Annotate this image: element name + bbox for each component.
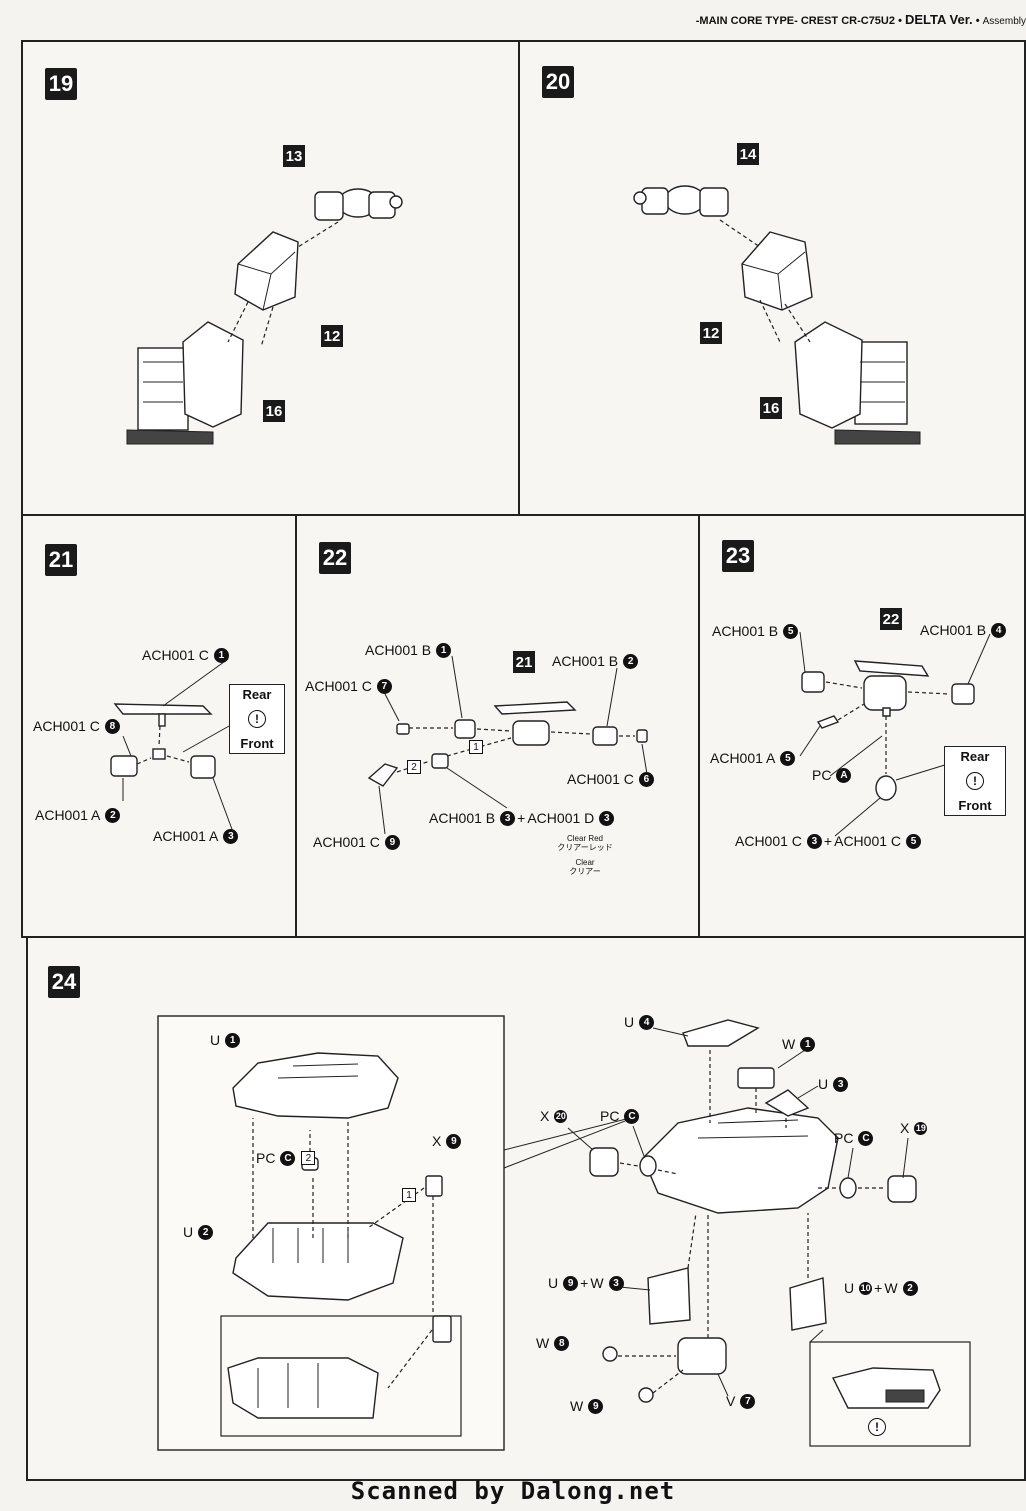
- order-box-1: 1: [398, 1188, 416, 1202]
- clear-red-note: Clear Red クリアーレッド: [557, 834, 613, 852]
- step-19-panel: 19 13 12 16: [21, 40, 520, 516]
- header-assembly: Assembly: [982, 16, 1026, 27]
- part-ref-16: 16: [263, 400, 285, 422]
- step-21-drawing: [110, 658, 239, 833]
- step-number: 24: [48, 966, 80, 998]
- clear-note: Clear クリアー: [569, 858, 601, 876]
- part-ref-12: 12: [321, 325, 343, 347]
- part-ref-21: 21: [513, 651, 535, 673]
- dots-icon: •: [975, 15, 980, 27]
- warning-icon: !: [966, 772, 984, 790]
- header-delta: DELTA Ver.: [904, 12, 973, 27]
- front-label: Front: [958, 798, 992, 813]
- step-24-drawing: [157, 1015, 971, 1451]
- step-19-drawing: [126, 188, 403, 445]
- step-24-panel: 24: [26, 936, 1026, 1481]
- step-number: 22: [319, 542, 351, 574]
- rear-label: Rear: [242, 687, 272, 702]
- part-ref-13: 13: [283, 145, 305, 167]
- order-box-2: 2: [403, 760, 421, 774]
- step-number: 19: [45, 68, 77, 100]
- page-header: -MAIN CORE TYPE- CREST CR-C75U2 • DELTA …: [696, 12, 1026, 27]
- step-20-panel: 20 14 12 16: [518, 40, 1026, 516]
- scan-credit: Scanned by Dalong.net: [350, 1477, 676, 1505]
- orientation-note: Rear ! Front: [229, 684, 285, 754]
- step-20-drawing: [633, 185, 921, 445]
- rear-label: Rear: [960, 749, 990, 764]
- warning-icon: !: [248, 710, 266, 728]
- part-ref-12: 12: [700, 322, 722, 344]
- step-number: 20: [542, 66, 574, 98]
- order-box-1: 1: [465, 740, 483, 754]
- header-model: -MAIN CORE TYPE- CREST CR-C75U2: [695, 15, 895, 27]
- step-number: 21: [45, 544, 77, 576]
- part-ref-22: 22: [880, 608, 902, 630]
- step-number: 23: [722, 540, 754, 572]
- part-ref-14: 14: [737, 143, 759, 165]
- step-22-drawing: [367, 655, 648, 835]
- dots-icon: •: [898, 15, 902, 27]
- orientation-note: Rear ! Front: [944, 746, 1006, 816]
- step-23-drawing: [799, 631, 991, 837]
- warning-icon: !: [868, 1418, 886, 1436]
- part-ref-16: 16: [760, 397, 782, 419]
- front-label: Front: [240, 736, 274, 751]
